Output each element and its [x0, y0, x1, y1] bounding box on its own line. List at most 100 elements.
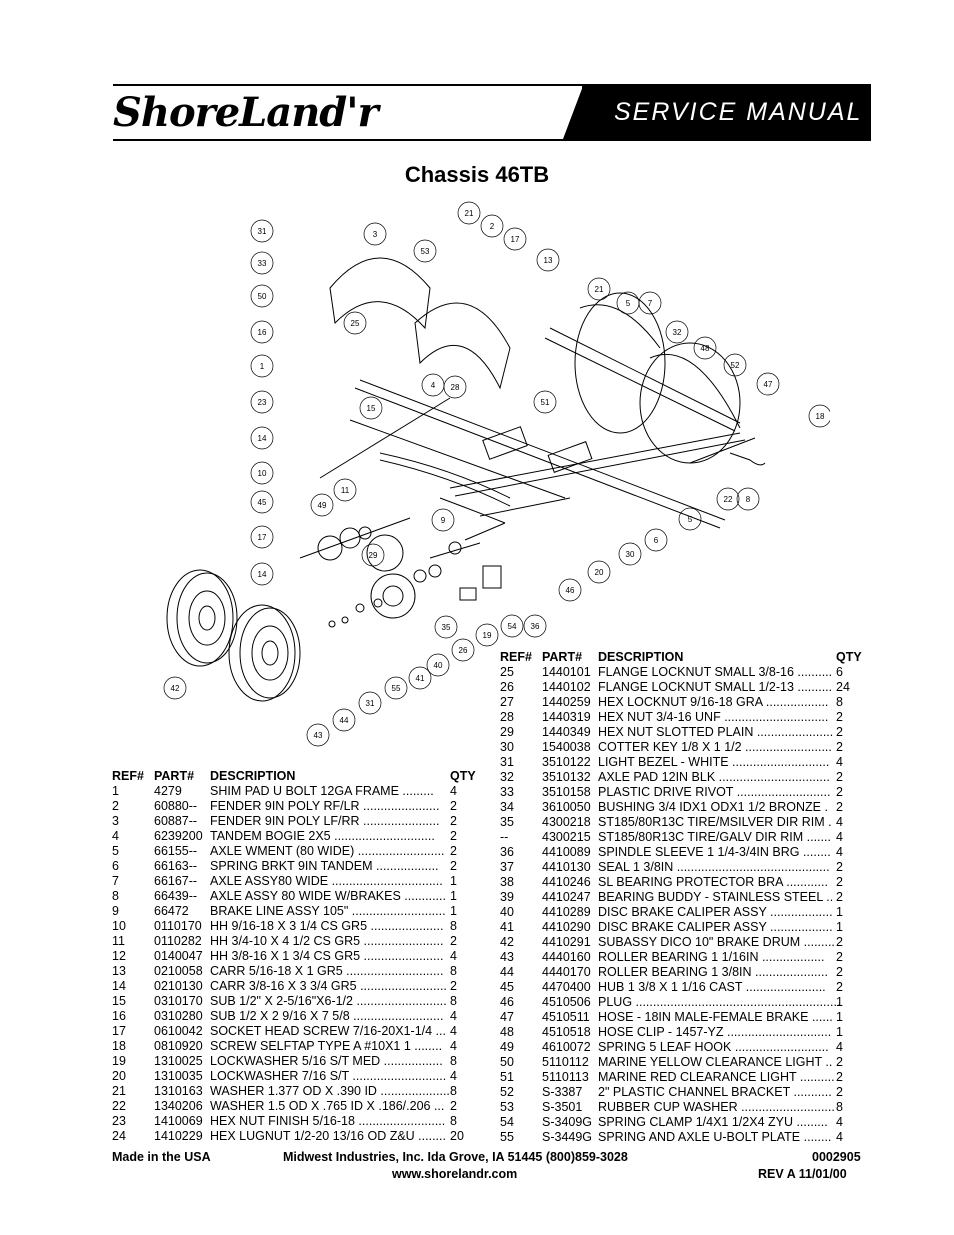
cell-qty: 24 — [836, 680, 850, 694]
cell-part-number: 1410229 — [154, 1129, 203, 1143]
header-qty: QTY — [450, 769, 476, 783]
cell-part-number: 4470400 — [542, 980, 591, 994]
header-ref: REF# — [112, 769, 144, 783]
cell-ref: 20 — [112, 1069, 126, 1083]
cell-qty: 2 — [836, 935, 843, 949]
cell-part-number: 4300218 — [542, 815, 591, 829]
cell-qty: 4 — [836, 845, 843, 859]
callout-label: 6 — [654, 536, 659, 545]
cell-ref: 45 — [500, 980, 514, 994]
cell-ref: 14 — [112, 979, 126, 993]
cell-qty: 4 — [450, 1039, 457, 1053]
header-qty: QTY — [836, 650, 862, 664]
cell-part-number: 4410290 — [542, 920, 591, 934]
cell-ref: 11 — [112, 934, 125, 948]
cell-description: PLUG ...................................… — [598, 995, 841, 1009]
cell-part-number: S-3501 — [542, 1100, 583, 1114]
cell-ref: 8 — [112, 889, 119, 903]
cell-ref: 51 — [500, 1070, 514, 1084]
cell-description: ST185/80R13C TIRE/MSILVER DIR RIM . — [598, 815, 832, 829]
cell-part-number: 3510158 — [542, 785, 591, 799]
cell-qty: 1 — [836, 1025, 843, 1039]
cell-description: SUB 1/2 X 2 9/16 X 7 5/8 ...............… — [210, 1009, 444, 1023]
cell-description: FLANGE LOCKNUT SMALL 3/8-16 .......... — [598, 665, 833, 679]
cell-part-number: 4300215 — [542, 830, 591, 844]
cell-qty: 2 — [836, 800, 843, 814]
callout-label: 17 — [258, 533, 267, 542]
table-row: 16 0310280 SUB 1/2 X 2 9/16 X 7 5/8 ......… — [112, 1009, 482, 1024]
header-part: PART# — [154, 769, 195, 783]
callout-label: 55 — [392, 684, 401, 693]
cell-part-number: 0310280 — [154, 1009, 203, 1023]
callout-label: 54 — [508, 622, 517, 631]
cell-ref: 53 — [500, 1100, 514, 1114]
cell-ref: 55 — [500, 1130, 514, 1144]
callout-label: 17 — [511, 235, 520, 244]
callout-label: 50 — [258, 292, 267, 301]
cell-qty: 4 — [450, 784, 457, 798]
cell-part-number: 1410069 — [154, 1114, 203, 1128]
cell-part-number: 4510511 — [542, 1010, 590, 1024]
cell-qty: 1 — [836, 995, 843, 1009]
cell-description: FENDER 9IN POLY LF/RR ..................… — [210, 814, 440, 828]
cell-part-number: 0110170 — [154, 919, 202, 933]
cell-ref: 16 — [112, 1009, 126, 1023]
cell-part-number: 3510122 — [542, 755, 591, 769]
cell-description: ROLLER BEARING 1 1/16IN ................… — [598, 950, 825, 964]
cell-description: HEX NUT 3/4-16 UNF .....................… — [598, 710, 829, 724]
cell-description: ROLLER BEARING 1 3/8IN .................… — [598, 965, 828, 979]
cell-ref: 18 — [112, 1039, 126, 1053]
cell-description: SPRING CLAMP 1/4X1 1/2X4 ZYU ......... — [598, 1115, 828, 1129]
cell-description: HOSE - 18IN MALE-FEMALE BRAKE ...... — [598, 1010, 833, 1024]
cell-ref: 19 — [112, 1054, 126, 1068]
cell-part-number: 4410289 — [542, 905, 591, 919]
cell-part-number: 1440259 — [542, 695, 591, 709]
header-rule-top — [113, 84, 871, 86]
cell-qty: 4 — [836, 1040, 843, 1054]
cell-part-number: 5110113 — [542, 1070, 589, 1084]
cell-description: CARR 5/16-18 X 1 GR5 ...................… — [210, 964, 444, 978]
cell-ref: 41 — [500, 920, 514, 934]
cell-description: COTTER KEY 1/8 X 1 1/2 .................… — [598, 740, 832, 754]
header-ref: REF# — [500, 650, 532, 664]
callout-label: 13 — [544, 256, 553, 265]
cell-description: FLANGE LOCKNUT SMALL 1/2-13 .......... — [598, 680, 833, 694]
cell-qty: 8 — [836, 1100, 843, 1114]
cell-ref: 21 — [112, 1084, 126, 1098]
cell-ref: 31 — [500, 755, 514, 769]
cell-part-number: 3610050 — [542, 800, 591, 814]
cell-ref: 17 — [112, 1024, 126, 1038]
cell-part-number: 66167-- — [154, 874, 198, 888]
cell-ref: 15 — [112, 994, 126, 1008]
cell-qty: 2 — [450, 979, 457, 993]
callout-label: 44 — [340, 716, 349, 725]
callout-label: 28 — [451, 383, 460, 392]
cell-ref: 37 — [500, 860, 514, 874]
cell-description: HH 3/4-10 X 4 1/2 CS GR5 ...............… — [210, 934, 444, 948]
cell-ref: 26 — [500, 680, 514, 694]
callout-label: 26 — [459, 646, 468, 655]
cell-qty: 1 — [450, 904, 457, 918]
cell-qty: 8 — [450, 1054, 457, 1068]
callout-label: 48 — [701, 344, 710, 353]
